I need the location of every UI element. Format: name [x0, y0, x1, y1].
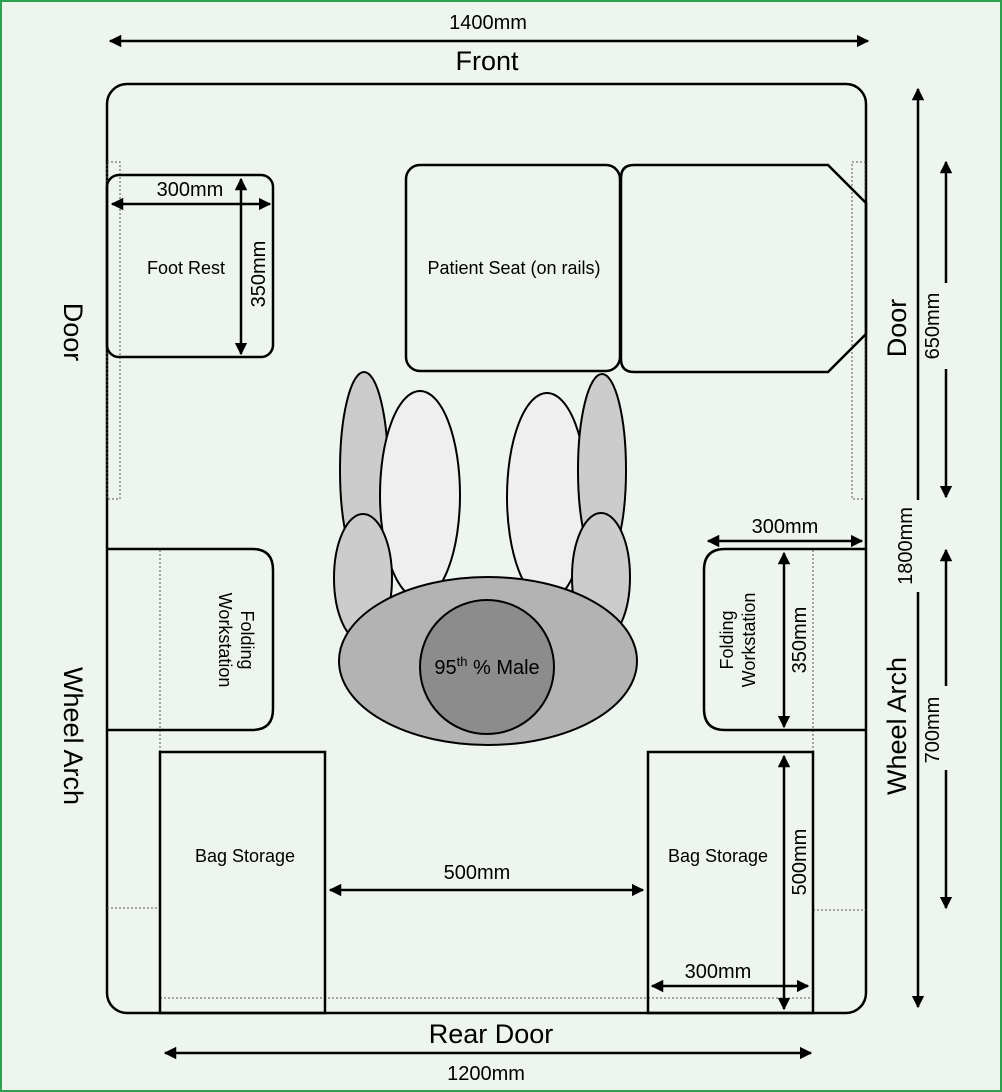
aisle-width-label: 500mm: [444, 862, 511, 884]
foot-rest-width-label: 300mm: [157, 179, 224, 201]
left-bag-storage-label: Bag Storage: [195, 846, 295, 866]
workstation-length-label: 350mm: [789, 607, 811, 674]
occupant-head: [419, 599, 555, 735]
workstation-width-label: 300mm: [752, 516, 819, 538]
patient-seat-label: Patient Seat (on rails): [427, 258, 600, 278]
right-bag-storage: Bag Storage 500mm 300mm: [646, 750, 815, 1015]
right-workstation-label-line2: Workstation: [739, 593, 759, 688]
patient-seat: Patient Seat (on rails): [404, 163, 868, 374]
wheel-arch-length-label: 700mm: [922, 697, 944, 764]
right-workstation-label-line1: Folding: [717, 610, 737, 669]
foot-rest: Foot Rest 300mm 350mm: [105, 173, 275, 359]
front-label: Front: [455, 46, 519, 76]
overall-width-label: 1400mm: [449, 12, 527, 34]
right-door-label: Door: [882, 299, 912, 358]
door-length-label: 650mm: [922, 293, 944, 360]
left-workstation-label-line2: Workstation: [215, 593, 235, 688]
foot-rest-label: Foot Rest: [147, 258, 225, 278]
right-folding-workstation: Folding Workstation 300mm 350mm: [702, 516, 866, 732]
right-bag-storage-label: Bag Storage: [668, 846, 768, 866]
occupant-label: 95th % Male: [434, 654, 539, 679]
bag-storage-length-label: 500mm: [789, 829, 811, 896]
left-bag-storage: Bag Storage: [158, 750, 327, 1015]
left-workstation-label-line1: Folding: [237, 610, 257, 669]
overall-length-label: 1800mm: [895, 507, 917, 585]
left-folding-workstation: Workstation Folding: [107, 547, 275, 732]
rear-door-label: Rear Door: [429, 1019, 554, 1049]
bag-storage-width-label: 300mm: [685, 961, 752, 983]
right-wheel-arch-label: Wheel Arch: [882, 657, 912, 795]
left-door-label: Door: [58, 303, 88, 362]
occupant-figure: 95th % Male: [333, 371, 638, 746]
rear-width-label: 1200mm: [447, 1063, 525, 1085]
left-wheel-arch-label: Wheel Arch: [58, 667, 88, 805]
foot-rest-length-label: 350mm: [248, 241, 270, 308]
